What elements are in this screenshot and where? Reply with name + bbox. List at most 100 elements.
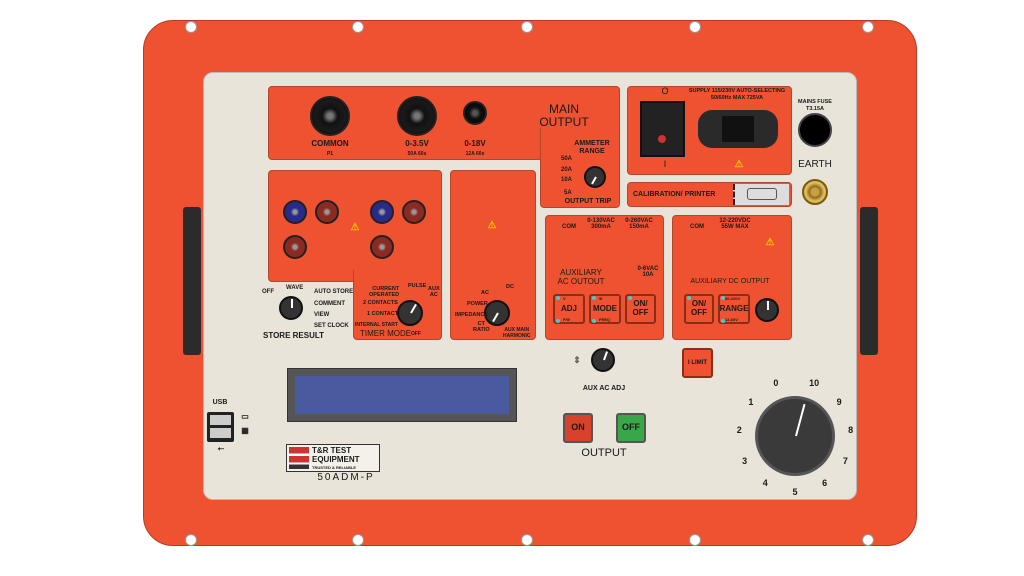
mounting-hole xyxy=(689,21,701,33)
mode-freq-label: FREQ xyxy=(599,317,611,322)
aux-ac-adj-knob[interactable] xyxy=(591,348,615,372)
output-off-button[interactable]: OFF xyxy=(616,413,646,443)
warning-icon: ⚠ xyxy=(765,237,775,248)
store-result-knob[interactable] xyxy=(279,296,303,320)
supply-label-2: 50/60Hz MAX 725VA xyxy=(710,95,764,101)
dial-number: 3 xyxy=(742,455,748,466)
terminal-red[interactable] xyxy=(283,235,307,259)
mounting-hole xyxy=(521,534,533,546)
dial-number: 2 xyxy=(736,425,742,436)
ammeter-panel xyxy=(540,128,620,208)
mounting-hole xyxy=(521,21,533,33)
usb-symbol-icon: ⭠ xyxy=(217,444,225,453)
dial-number: 5 xyxy=(792,487,798,497)
mounting-hole xyxy=(862,534,874,546)
range-5a: 5A xyxy=(564,190,572,196)
output-label: OUTPUT xyxy=(581,447,627,459)
terminal-red[interactable] xyxy=(315,200,339,224)
mode-impedance: IMPEDANCE xyxy=(455,312,489,318)
mounting-hole xyxy=(185,21,197,33)
warning-icon: ⚠ xyxy=(350,222,360,233)
db9-serial-port[interactable] xyxy=(733,184,789,205)
main-output-title: MAIN xyxy=(549,102,579,116)
mains-fuse-holder[interactable] xyxy=(798,113,832,147)
supply-label: SUPPLY 115/230V AUTO-SELECTING xyxy=(688,88,786,94)
status-led xyxy=(556,319,560,323)
keyboard-icon: ▦ xyxy=(241,426,249,435)
main-output-dial[interactable] xyxy=(755,396,835,476)
dial-number: 4 xyxy=(762,478,768,489)
earth-label: EARTH xyxy=(798,159,832,170)
timer-internal-start: INTERNAL START xyxy=(355,322,398,328)
terminal-blue[interactable] xyxy=(370,200,394,224)
timer-mode-knob[interactable] xyxy=(397,300,423,326)
dial-number: 0 xyxy=(773,378,779,389)
aux-ac-adj-label: AUX AC ADJ xyxy=(582,385,626,392)
right-handle[interactable] xyxy=(860,207,878,355)
common-terminal[interactable] xyxy=(310,96,350,136)
i-limit-button[interactable]: I LIMIT xyxy=(682,348,713,378)
store-result-label: STORE RESULT xyxy=(263,331,325,340)
v18-sublabel: 12A 60s xyxy=(465,151,485,157)
status-led xyxy=(721,319,725,323)
store-comment: COMMENT xyxy=(314,301,345,307)
power-switch[interactable] xyxy=(640,101,685,157)
mounting-hole xyxy=(352,21,364,33)
status-led xyxy=(556,296,560,300)
adj-f-label: F/Φ xyxy=(563,317,570,322)
adj-v-label: V xyxy=(563,296,566,301)
ammeter-label-2: RANGE xyxy=(579,148,605,155)
switch-on-mark: I xyxy=(663,159,667,169)
timer-mode-label: TIMER MODE xyxy=(360,329,412,338)
timer-1-contact: 1 CONTACT xyxy=(367,311,399,317)
calibration-label: CALIBRATION/ PRINTER xyxy=(633,191,716,198)
terminal-blue[interactable] xyxy=(283,200,307,224)
status-led xyxy=(687,296,691,300)
measurement-mode-knob[interactable] xyxy=(484,300,510,326)
model-label: 50ADM-P xyxy=(317,472,375,483)
terminal-red[interactable] xyxy=(402,200,426,224)
aux-dc-on-off-button[interactable]: ON/ OFF xyxy=(684,294,714,324)
usb-ports[interactable] xyxy=(207,412,234,442)
mounting-hole xyxy=(185,534,197,546)
aux-dc-title: AUXILIARY DC OUTPUT xyxy=(690,278,770,285)
status-led xyxy=(721,296,725,300)
output-trip-label: OUTPUT TRIP xyxy=(564,198,612,205)
iec-power-inlet[interactable] xyxy=(698,110,778,148)
store-wave: WAVE xyxy=(286,285,304,291)
warning-icon: ⚠ xyxy=(734,159,744,170)
v35-label: 0-3.5V xyxy=(405,139,429,148)
earth-terminal[interactable] xyxy=(802,179,828,205)
status-led xyxy=(592,319,596,323)
v18-label: 0-18V xyxy=(464,139,486,148)
tr-logo: T&R TEST EQUIPMENT TRUSTED & RELIABLE xyxy=(286,444,380,472)
aux-dc-adjust-knob[interactable] xyxy=(755,298,779,322)
switch-off-mark: O xyxy=(661,86,669,96)
usb-stick-icon: ▭ xyxy=(241,412,249,421)
dial-number: 9 xyxy=(836,396,842,407)
common-label: COMMON xyxy=(311,139,349,148)
terminal-0-3.5v[interactable] xyxy=(397,96,437,136)
timer-mode-panel xyxy=(353,270,442,340)
output-on-button[interactable]: ON xyxy=(563,413,593,443)
dial-number: 6 xyxy=(822,478,828,489)
ammeter-range-knob[interactable] xyxy=(584,166,606,188)
store-view: VIEW xyxy=(314,312,330,318)
status-led xyxy=(592,296,596,300)
timer-off: OFF xyxy=(411,331,421,337)
mode-power: POWER xyxy=(467,301,488,307)
left-handle[interactable] xyxy=(183,207,201,355)
terminal-red[interactable] xyxy=(370,235,394,259)
status-led xyxy=(628,296,632,300)
warning-icon: ⚠ xyxy=(487,220,497,231)
terminal-0-18v[interactable] xyxy=(463,101,487,125)
dial-number: 1 xyxy=(748,396,754,407)
main-output-title-2: OUTPUT xyxy=(539,115,589,129)
